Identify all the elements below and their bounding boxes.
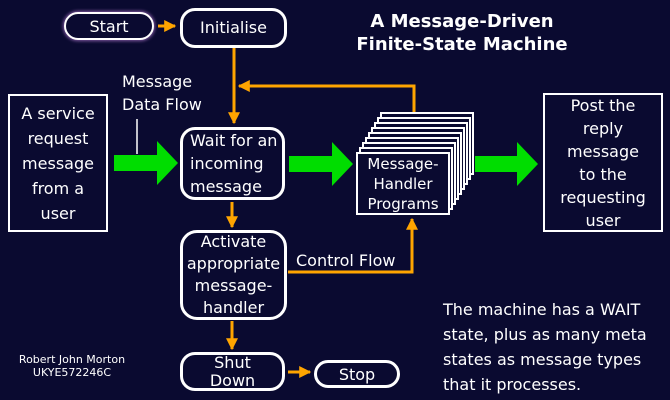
wait-node: Wait for an incoming message <box>180 127 285 200</box>
data-flow-arrow-service-to-wait <box>114 141 178 185</box>
handler-loop-arrow <box>237 80 416 113</box>
data-flow-arrow-wait-to-handlers <box>289 142 353 186</box>
shutdown-node: Shut Down <box>180 352 285 391</box>
initialise-node: Initialise <box>180 8 287 48</box>
start-node: Start <box>64 12 154 40</box>
note-text: The machine has a WAIT state, plus as ma… <box>443 300 647 394</box>
post-reply-node: Post the reply message to the requesting… <box>543 93 663 232</box>
activate-node: Activate appropriate message- handler <box>180 230 287 320</box>
diagram-title: A Message-Driven Finite-State Machine <box>356 11 568 55</box>
service-request-node: A service request message from a user <box>8 94 108 232</box>
author-credit: Robert John Morton UKYE572246C <box>18 353 126 379</box>
initialise-label: Initialise <box>200 18 267 37</box>
stop-label: Stop <box>338 364 376 384</box>
control-flow-label: Control Flow <box>296 251 396 270</box>
data-flow-arrow-handlers-to-post <box>475 142 538 186</box>
stop-node: Stop <box>314 360 400 388</box>
start-label: Start <box>89 16 129 36</box>
message-handler-front: Message- Handler Programs <box>356 152 450 215</box>
message-data-flow-label: Message Data Flow <box>122 72 202 114</box>
control-flow-arrow <box>288 217 418 274</box>
